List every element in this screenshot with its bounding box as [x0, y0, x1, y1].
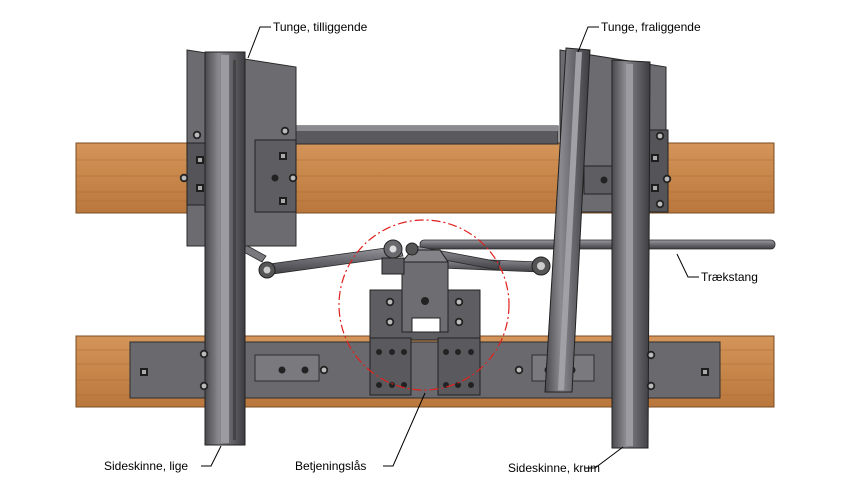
right-stock-rail	[611, 59, 656, 449]
label-stock-rail-curved: Sideskinne, krum	[508, 461, 601, 475]
highlight-circle	[338, 219, 510, 391]
tie-bar	[295, 125, 559, 145]
callout-lines	[201, 26, 699, 469]
leader-stock-rail-curved	[585, 446, 624, 469]
left-stock-rail	[199, 51, 246, 446]
operating-lock	[369, 239, 481, 396]
right-tongue-blade	[544, 47, 591, 393]
label-pull-rod: Trækstang	[701, 270, 758, 284]
label-operating-lock: Betjeningslås	[295, 459, 367, 473]
leader-pull-rod	[676, 253, 699, 278]
leader-tongue-closed	[247, 26, 271, 59]
leader-tongue-open	[577, 26, 599, 53]
leader-stock-rail-straight	[201, 445, 222, 467]
label-tongue-open: Tunge, fraliggende	[601, 20, 701, 34]
pull-rod	[239, 239, 776, 279]
label-stock-rail-straight: Sideskinne, lige	[104, 459, 189, 473]
leader-operating-lock	[383, 392, 426, 467]
label-tongue-closed: Tunge, tilliggende	[273, 20, 368, 34]
